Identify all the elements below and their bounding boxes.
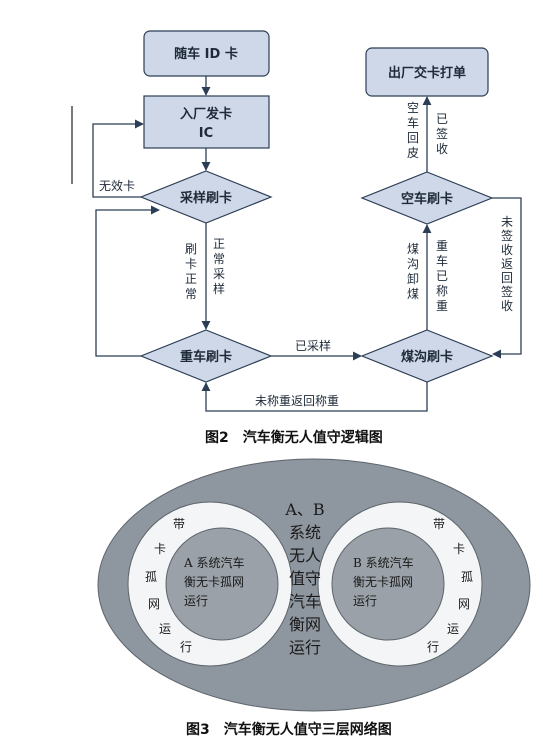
label-signed: 已签收 <box>436 112 448 156</box>
left-ring-char: 孤 <box>145 570 157 584</box>
left-ring-char: 带 <box>173 517 185 531</box>
vertical-char: 卡 <box>185 257 197 271</box>
right-inner-line: 运行 <box>353 594 377 608</box>
edge-heavy-back-to-sample <box>95 205 160 357</box>
vertical-char: 返 <box>501 257 513 271</box>
vertical-char: 签 <box>436 126 448 141</box>
node-id-card: 随车 ID 卡 <box>143 30 270 77</box>
vertical-char: 运行 <box>289 638 321 657</box>
node-sample-swipe: 采样刷卡 <box>139 170 273 224</box>
edges <box>92 76 522 412</box>
vertical-char: 收 <box>436 142 448 156</box>
vertical-char: 值守 <box>289 569 321 588</box>
vertical-char: 签 <box>501 284 513 299</box>
node-trench-swipe: 煤沟刷卡 <box>360 329 494 383</box>
vertical-char: 空 <box>407 101 419 115</box>
vertical-char: 重 <box>436 239 448 253</box>
vertical-char: 煤 <box>407 287 419 301</box>
vertical-char: 卸 <box>407 271 419 286</box>
vertical-char: 衡网 <box>289 615 321 634</box>
node-issue-card-label-2: IC <box>199 126 213 141</box>
right-ring-char: 行 <box>427 640 439 654</box>
label-sampled: 已采样 <box>295 338 331 353</box>
right-ring-char: 孤 <box>461 570 473 584</box>
node-heavy-swipe: 重车刷卡 <box>139 329 273 383</box>
left-inner-line: A 系统汽车 <box>183 555 244 570</box>
vertical-char: 已 <box>436 269 448 283</box>
vertical-char: 车 <box>407 115 419 130</box>
vertical-char: 称 <box>436 284 448 298</box>
left-ring-char: 运 <box>159 622 171 636</box>
vertical-char: 样 <box>213 281 225 296</box>
vertical-char: 常 <box>213 252 225 266</box>
node-exit-card: 出厂交卡打单 <box>365 47 489 97</box>
right-inner-line: B 系统汽车 <box>353 555 414 570</box>
left-ring-char: 卡 <box>154 542 166 556</box>
vertical-char: 车 <box>436 253 448 268</box>
vertical-char: 未 <box>501 215 513 229</box>
edge-not-weighed-return <box>201 382 428 412</box>
label-not-weighed-return: 未称重返回称重 <box>255 394 339 408</box>
fig2-flowchart: 随车 ID 卡 入厂发卡 IC 采样刷卡 重车刷卡 煤沟刷卡 空车刷卡 <box>71 30 522 446</box>
node-empty-swipe-label: 空车刷卡 <box>401 191 453 207</box>
node-id-card-label: 随车 ID 卡 <box>174 46 238 62</box>
vertical-char: 沟 <box>407 257 419 271</box>
vertical-char: 收 <box>501 299 513 313</box>
right-ring-text: 带 卡 孤 网 运 行 <box>427 517 473 654</box>
left-inner-line: 运行 <box>184 594 208 608</box>
right-inner-text: B 系统汽车 衡无卡孤网 运行 <box>353 555 414 608</box>
vertical-char: 回 <box>407 131 419 145</box>
vertical-char: 收 <box>501 243 513 257</box>
edge-invalid-card <box>92 119 144 198</box>
vertical-char: 汽车 <box>289 592 321 611</box>
right-inner-line: 衡无卡孤网 <box>353 575 413 589</box>
left-inner-circle <box>165 527 279 641</box>
vertical-char: A、B <box>284 500 324 519</box>
vertical-char: 系统 <box>289 523 321 542</box>
edge-not-signed-return <box>492 197 522 359</box>
right-ring-char: 卡 <box>453 542 465 556</box>
left-ring-char: 网 <box>148 597 160 611</box>
node-exit-card-label: 出厂交卡打单 <box>388 65 466 81</box>
right-inner-circle <box>331 527 445 641</box>
vertical-char: 正 <box>213 237 225 251</box>
vertical-char: 正 <box>185 272 197 286</box>
left-ring-text: 带 卡 孤 网 运 行 <box>145 517 192 654</box>
vertical-char: 签 <box>501 228 513 243</box>
left-inner-line: 衡无卡孤网 <box>184 575 244 589</box>
node-sample-swipe-label: 采样刷卡 <box>179 190 232 206</box>
vertical-char: 皮 <box>407 146 419 160</box>
node-issue-card-label-1: 入厂发卡 <box>180 106 232 122</box>
node-issue-card: 入厂发卡 IC <box>143 95 270 149</box>
left-ring-char: 行 <box>180 640 192 654</box>
vertical-char: 刷 <box>185 242 197 256</box>
node-heavy-swipe-label: 重车刷卡 <box>180 349 232 365</box>
label-invalid-card: 无效卡 <box>99 178 135 193</box>
right-ring-char: 网 <box>458 597 470 611</box>
fig3-caption: 图3 汽车衡无人值守三层网络图 <box>186 721 392 738</box>
vertical-char: 重 <box>436 299 448 313</box>
node-empty-swipe: 空车刷卡 <box>360 171 494 225</box>
right-ring-char: 带 <box>433 517 445 531</box>
vertical-char: 回 <box>501 271 513 285</box>
left-inner-text: A 系统汽车 衡无卡孤网 运行 <box>183 555 244 608</box>
vertical-char: 已 <box>436 112 448 126</box>
vertical-char: 无人 <box>289 546 321 565</box>
right-ring-char: 运 <box>447 622 459 636</box>
vertical-char: 采 <box>213 267 225 281</box>
node-trench-swipe-label: 煤沟刷卡 <box>401 349 453 365</box>
vertical-char: 常 <box>185 287 197 301</box>
fig2-caption: 图2 汽车衡无人值守逻辑图 <box>205 429 383 446</box>
vertical-char: 煤 <box>407 242 419 256</box>
